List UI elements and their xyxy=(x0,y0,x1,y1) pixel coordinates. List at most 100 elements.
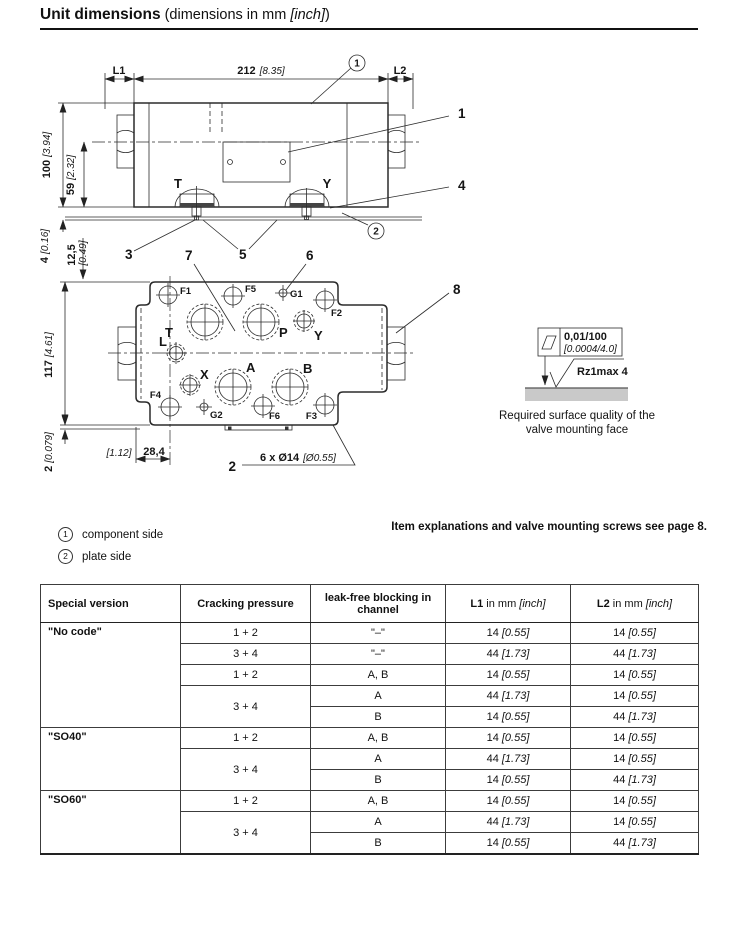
dim-L2: L2 xyxy=(394,65,407,77)
cell-cracking: 1 + 2 xyxy=(180,790,311,812)
table-row: B 14 [0.55] 44 [1.73] xyxy=(41,832,699,855)
flatness-tolerance-frame: 0,01/100 [0.0004/4.0] xyxy=(537,327,623,357)
cell-channel: "–" xyxy=(310,622,446,644)
cell-l2: 14 [0.55] xyxy=(570,622,699,644)
item-explanations-note: Item explanations and valve mounting scr… xyxy=(391,521,707,533)
hole-F5 xyxy=(223,286,243,306)
plan-callouts: 7 6 8 xyxy=(185,248,461,334)
cell-l2: 14 [0.55] xyxy=(570,748,699,770)
label-F4: F4 xyxy=(150,390,162,401)
legend-item-component-side: 1 component side xyxy=(58,527,163,542)
plate-hidden-edges xyxy=(140,308,383,399)
table-row: 1 + 2 A, B 14 [0.55] 14 [0.55] xyxy=(41,664,699,686)
hole-G2 xyxy=(199,402,209,412)
cell-l1: 14 [0.55] xyxy=(445,727,571,749)
cell-l2: 14 [0.55] xyxy=(570,811,699,833)
callout-6: 6 xyxy=(306,248,314,263)
dim-28-4: 28,4 xyxy=(143,446,165,458)
callout-plate-side: 2 xyxy=(373,227,379,238)
port-L xyxy=(169,346,183,360)
port-boss-T xyxy=(174,186,220,221)
cell-channel: B xyxy=(310,706,446,728)
cell-l2: 14 [0.55] xyxy=(570,664,699,686)
cell-channel: "–" xyxy=(310,643,446,665)
dim-59: 59[2.32] xyxy=(65,155,77,195)
legend-circle-1: 1 xyxy=(58,527,73,542)
callout-1: 1 xyxy=(458,106,466,121)
hole-F4 xyxy=(160,397,180,417)
mounting-surface-bar xyxy=(525,387,628,401)
cell-l1: 14 [0.55] xyxy=(445,622,571,644)
port-boss-Y xyxy=(284,188,330,220)
fixing-holes xyxy=(158,285,335,417)
cell-l2: 44 [1.73] xyxy=(570,706,699,728)
mounting-face-lines xyxy=(65,216,422,221)
cell-cracking: 3 + 4 xyxy=(180,685,311,728)
callout-3: 3 xyxy=(125,247,133,262)
flatness-value-mm: 0,01/100 xyxy=(564,331,607,343)
flatness-icon xyxy=(541,335,557,350)
legend-label-plate-side: plate side xyxy=(82,550,132,563)
table-row: "No code" 1 + 2 "–" 14 [0.55] 14 [0.55] xyxy=(40,622,699,728)
table-row: 3 + 4 "–" 44 [1.73] 44 [1.73] xyxy=(41,643,699,665)
dim-28-4-inch: [1.12] xyxy=(105,448,131,459)
port-B xyxy=(275,372,305,402)
plan-port-label-P: P xyxy=(279,325,288,340)
port-crosshairs xyxy=(156,283,337,419)
cell-cracking: 1 + 2 xyxy=(180,622,311,644)
front-callouts: 1 2 1 4 3 5 xyxy=(125,54,466,262)
label-F5: F5 xyxy=(245,284,257,295)
header-cracking-pressure: Cracking pressure xyxy=(180,584,311,623)
page-title: Unit dimensions (dimensions in mm [inch]… xyxy=(40,6,698,30)
cell-version: "No code" xyxy=(40,622,181,728)
plan-port-label-T: T xyxy=(165,325,173,340)
port-Y xyxy=(296,313,312,329)
cell-l2: 44 [1.73] xyxy=(570,832,699,855)
dim-100: 100[3.94] xyxy=(41,132,53,179)
name-plate xyxy=(222,141,291,183)
header-L2: L2 in mm [inch] xyxy=(570,584,699,623)
plan-port-label-A: A xyxy=(246,360,256,375)
table-row: "SO40" 1 + 2 A, B 14 [0.55] 14 [0.55] xyxy=(40,727,699,791)
cell-cracking: 3 + 4 xyxy=(180,643,311,665)
cell-l2: 44 [1.73] xyxy=(570,643,699,665)
table-row: B 14 [0.55] 44 [1.73] xyxy=(41,769,699,791)
page-title-text: Unit dimensions xyxy=(40,6,161,23)
cell-l1: 14 [0.55] xyxy=(445,832,571,855)
flatness-value-inch: [0.0004/4.0] xyxy=(563,344,617,355)
cell-version: "SO60" xyxy=(40,790,181,855)
plan-hex-nuts xyxy=(117,326,406,381)
table-row: 3 + 4 A 44 [1.73] 14 [0.55] xyxy=(41,811,699,855)
label-F2: F2 xyxy=(331,308,342,319)
front-port-label-T: T xyxy=(174,176,182,191)
cell-cracking: 3 + 4 xyxy=(180,748,311,791)
header-L1: L1 in mm [inch] xyxy=(445,584,571,623)
cell-l1: 14 [0.55] xyxy=(445,664,571,686)
cell-channel: A, B xyxy=(310,727,446,749)
legend-circle-2: 2 xyxy=(58,549,73,564)
plate-outline xyxy=(135,281,388,426)
label-G2: G2 xyxy=(210,410,223,421)
port-X xyxy=(182,377,198,393)
header-special-version: Special version xyxy=(40,584,181,623)
cell-cracking: 1 + 2 xyxy=(180,727,311,749)
valve-body-outline xyxy=(133,102,389,208)
roughness-symbol: Rz1max 4 xyxy=(549,358,629,388)
cell-l1: 14 [0.55] xyxy=(445,706,571,728)
cell-l1: 44 [1.73] xyxy=(445,748,571,770)
dim-2: 2[0.079] xyxy=(43,432,55,472)
plan-port-label-L: L xyxy=(159,334,167,349)
dim-212: 212[8.35] xyxy=(237,65,285,77)
hole-F6 xyxy=(253,396,273,416)
plan-port-label-X: X xyxy=(200,367,209,382)
dim-117: 117[4.61] xyxy=(43,332,55,378)
port-P xyxy=(246,307,276,337)
dim-12-5-inch: [0.49] xyxy=(78,240,89,266)
dim-4: 4[0.16] xyxy=(39,229,51,263)
cell-channel: A, B xyxy=(310,664,446,686)
table-header-row: Special version Cracking pressure leak-f… xyxy=(40,584,699,623)
front-port-label-Y: Y xyxy=(323,176,332,191)
cell-cracking: 3 + 4 xyxy=(180,811,311,855)
cell-l1: 44 [1.73] xyxy=(445,811,571,833)
cell-channel: A xyxy=(310,685,446,707)
